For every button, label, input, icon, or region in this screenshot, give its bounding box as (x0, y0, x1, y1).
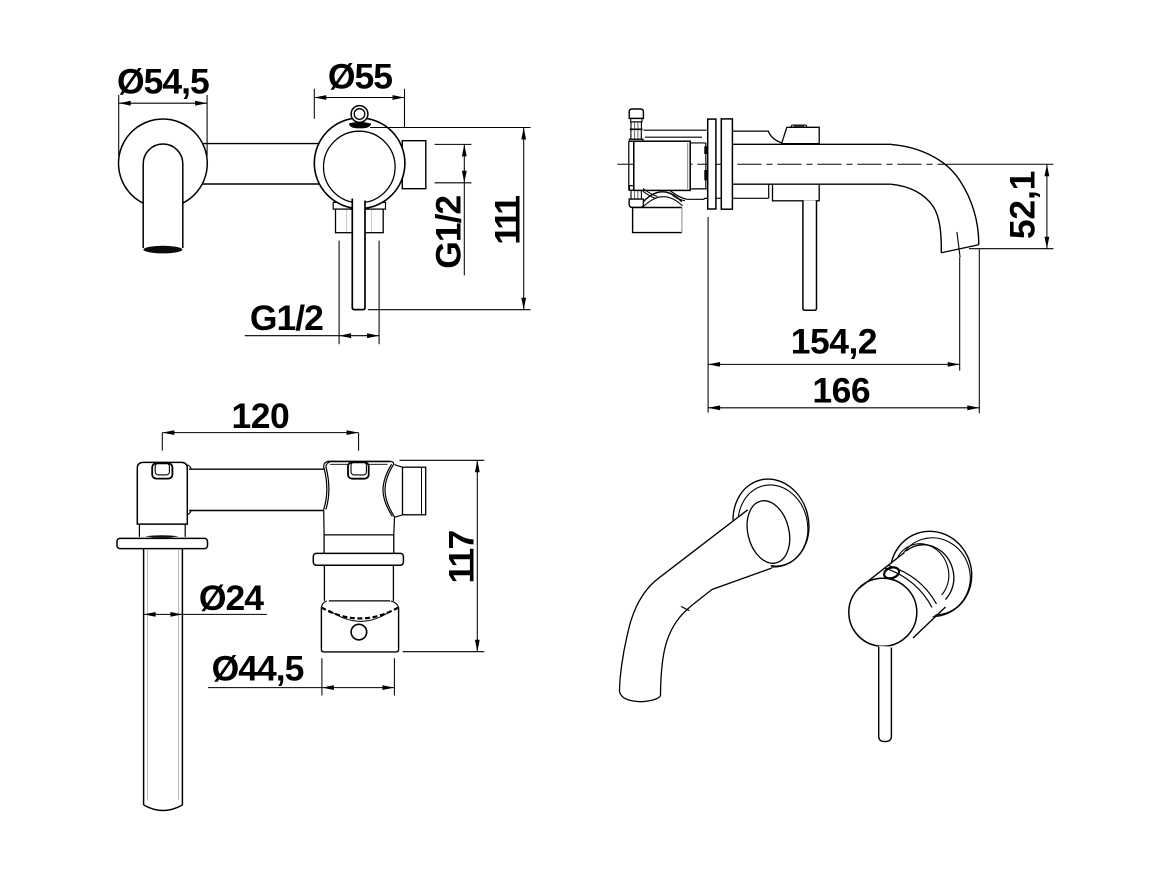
svg-text:166: 166 (812, 370, 870, 410)
svg-text:G1/2: G1/2 (250, 298, 323, 338)
svg-text:G1/2: G1/2 (429, 196, 469, 269)
svg-text:154,2: 154,2 (791, 322, 877, 362)
svg-text:111: 111 (488, 196, 528, 245)
svg-text:Ø44,5: Ø44,5 (212, 649, 304, 689)
svg-text:52,1: 52,1 (1003, 171, 1043, 239)
svg-text:Ø55: Ø55 (328, 57, 392, 97)
svg-text:Ø24: Ø24 (199, 578, 264, 618)
svg-text:120: 120 (232, 396, 290, 436)
svg-text:Ø54,5: Ø54,5 (117, 62, 209, 102)
svg-text:117: 117 (442, 531, 482, 584)
